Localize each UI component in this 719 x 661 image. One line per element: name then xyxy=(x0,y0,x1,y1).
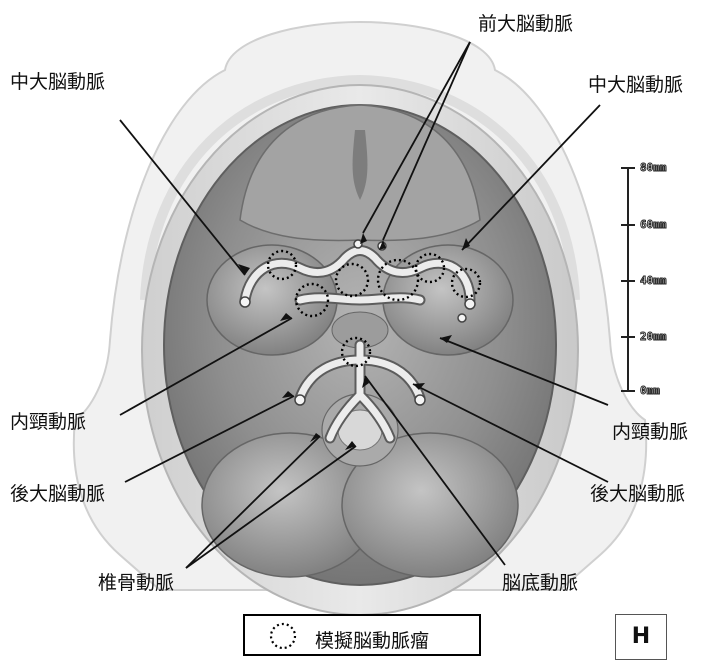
scale-bar xyxy=(621,168,635,391)
view-badge: H xyxy=(615,614,667,660)
label-internal-carotid-artery-left: 内頸動脈 xyxy=(10,413,86,432)
label-middle-cerebral-artery-right: 中大脳動脈 xyxy=(588,76,683,95)
label-posterior-cerebral-artery-left: 後大脳動脈 xyxy=(10,485,105,504)
legend-text: 模擬脳動脈瘤 xyxy=(315,626,429,653)
label-vertebral-artery: 椎骨動脈 xyxy=(98,574,174,593)
label-posterior-cerebral-artery-right: 後大脳動脈 xyxy=(590,485,685,504)
label-internal-carotid-artery-right: 内頸動脈 xyxy=(612,423,688,442)
label-anterior-cerebral-artery: 前大脳動脈 xyxy=(478,15,573,34)
scale-label: 60mm xyxy=(640,219,667,230)
legend: 模擬脳動脈瘤 xyxy=(243,614,481,656)
view-badge-letter: H xyxy=(616,624,666,649)
scale-label: 40mm xyxy=(640,275,667,286)
label-basilar-artery: 脳底動脈 xyxy=(502,574,578,593)
dotted-circle-icon xyxy=(263,618,303,654)
scale-label: 80mm xyxy=(640,162,667,173)
label-middle-cerebral-artery-left: 中大脳動脈 xyxy=(10,73,105,92)
scale-label: 0mm xyxy=(640,385,660,396)
scale-label: 20mm xyxy=(640,331,667,342)
